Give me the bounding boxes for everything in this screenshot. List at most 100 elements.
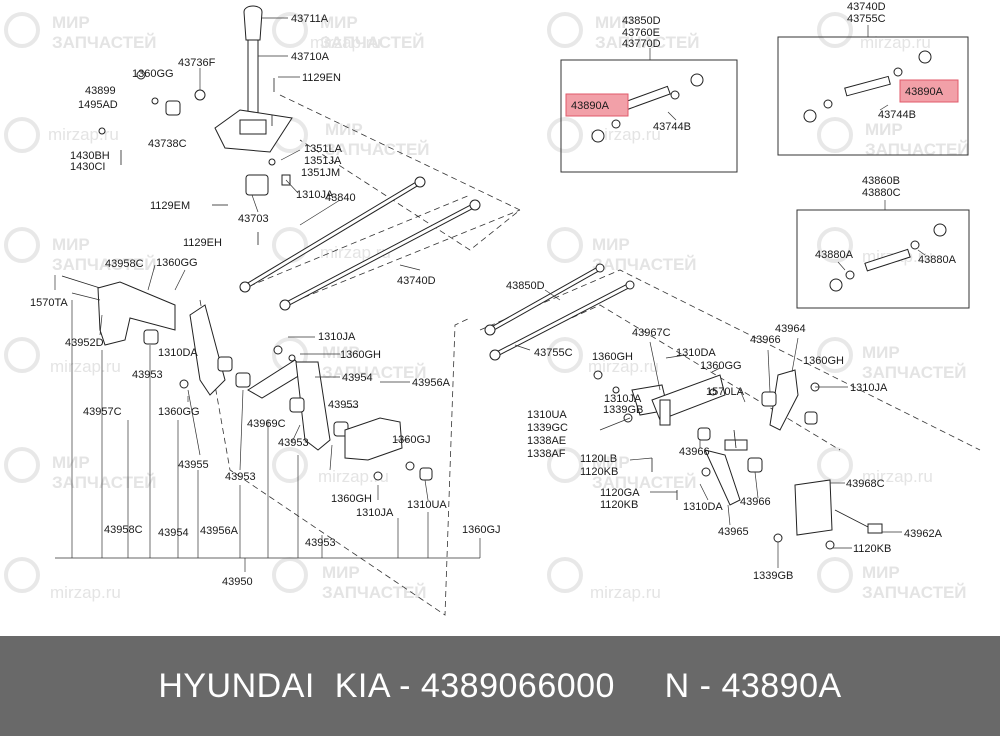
bracket-right	[593, 369, 883, 550]
watermark-line2: ЗАПЧАСТЕЙ	[322, 363, 427, 382]
part-label-43964: 43964	[775, 323, 806, 335]
detail-box-1	[560, 48, 738, 173]
watermark-site: mirzap.ru	[318, 467, 389, 486]
shift-lever-assembly	[98, 5, 293, 245]
watermark-line2: ЗАПЧАСТЕЙ	[865, 140, 970, 159]
part-label-1310ja: 1310JA	[296, 189, 334, 201]
watermark-line1: МИР	[52, 235, 90, 254]
watermark-logo-icon	[4, 12, 853, 593]
watermark-line1: МИР	[52, 453, 90, 472]
watermark-text-row-1: МИР ЗАПЧАСТЕЙ МИР ЗАПЧАСТЕЙ mirzap.ru МИ…	[52, 13, 931, 52]
part-label-43967c: 43967C	[632, 327, 671, 339]
part-label-1310ja-3: 1310JA	[356, 507, 394, 519]
watermark-line2: ЗАПЧАСТЕЙ	[52, 255, 157, 274]
watermark-line1: МИР	[52, 13, 90, 32]
part-label-1129en: 1129EN	[302, 72, 341, 84]
part-label-1360gg-3: 1360GG	[158, 406, 200, 418]
watermark-line1: МИР	[325, 120, 363, 139]
watermark-line1: МИР	[862, 563, 900, 582]
part-label-43956a: 43956A	[412, 377, 451, 389]
part-label-1360gg-4: 1360GG	[700, 360, 742, 372]
part-label-43966-3: 43966	[740, 496, 771, 508]
footer-part-numbers: HYUNDAI KIA - 4389066000 N - 43890A	[158, 666, 842, 705]
part-label-1120kb-3: 1120KB	[853, 543, 891, 555]
part-label-1310ja-5: 1310JA	[604, 393, 642, 405]
part-label-1310da-2: 1310DA	[676, 347, 716, 359]
part-label-43953-5: 43953	[305, 537, 336, 549]
watermark-line2: ЗАПЧАСТЕЙ	[592, 473, 697, 492]
part-label-43958c: 43958C	[105, 258, 144, 270]
part-label-1430bh: 1430BH	[70, 150, 110, 162]
bracket-left	[61, 275, 433, 481]
cables-right	[484, 263, 635, 361]
part-label-43840: 43840	[325, 192, 356, 204]
watermark-line1: МИР	[322, 563, 360, 582]
part-label-43890a-highlighted-2: 43890A	[905, 86, 944, 98]
watermark-line2: ЗАПЧАСТЕЙ	[52, 473, 157, 492]
part-label-43711a: 43711A	[291, 13, 329, 25]
watermark-text-row-6: mirzap.ru МИР ЗАПЧАСТЕЙ mirzap.ru МИР ЗА…	[50, 563, 967, 602]
part-label-1129eh: 1129EH	[183, 237, 222, 249]
part-label-1310da-3: 1310DA	[683, 501, 723, 513]
watermark-site: mirzap.ru	[860, 33, 931, 52]
watermark-text-row-2: mirzap.ru МИР ЗАПЧАСТЕЙ mirzap.ru МИР ЗА…	[48, 120, 970, 159]
part-label-1339gb: 1339GB	[603, 404, 643, 416]
watermark-text-row-4: mirzap.ru МИР ЗАПЧАСТЕЙ mirzap.ru МИР ЗА…	[50, 343, 967, 382]
part-label-1120lb: 1120LB	[580, 453, 617, 465]
part-label-43958c-2: 43958C	[104, 524, 143, 536]
part-label-1360gh: 1360GH	[340, 349, 381, 361]
watermark-line1: МИР	[595, 13, 633, 32]
part-label-43760e: 43760E	[622, 27, 660, 39]
part-label-1310ja-4: 1310JA	[850, 382, 888, 394]
bottom-bracket-43950	[55, 300, 481, 572]
part-label-1129em: 1129EM	[150, 200, 190, 212]
highlight-43890a-box1	[565, 93, 629, 117]
part-label-43966-2: 43966	[679, 446, 710, 458]
watermark-line2: ЗАПЧАСТЕЙ	[862, 583, 967, 602]
watermark-line2: ЗАПЧАСТЕЙ	[862, 363, 967, 382]
watermark-line2: ЗАПЧАСТЕЙ	[320, 33, 425, 52]
part-label-1360gg-2: 1360GG	[156, 257, 198, 269]
part-label-43703: 43703	[238, 213, 269, 225]
watermark-line2: ЗАПЧАСТЕЙ	[325, 140, 430, 159]
part-label-43860b: 43860B	[862, 175, 900, 187]
part-labels: 43711A 43710A 1129EN 43736F 1360GG 43899…	[30, 1, 957, 588]
part-label-43770d: 43770D	[622, 38, 661, 50]
watermark-site: mirzap.ru	[588, 357, 659, 376]
part-label-43966: 43966	[750, 334, 781, 346]
part-label-1310ja-2: 1310JA	[318, 331, 356, 343]
part-label-43744b-2: 43744B	[878, 109, 916, 121]
watermark-text-row-5: МИР ЗАПЧАСТЕЙ mirzap.ru МИР ЗАПЧАСТЕЙ mi…	[52, 453, 933, 492]
part-label-43953-3: 43953	[278, 437, 309, 449]
part-label-43850d-2: 43850D	[506, 280, 545, 292]
part-label-43969c: 43969C	[247, 418, 286, 430]
part-label-43899: 43899	[85, 85, 116, 97]
watermark-site: mirzap.ru	[50, 583, 121, 602]
part-label-1360gh-4: 1360GH	[803, 355, 844, 367]
part-label-43962a: 43962A	[904, 528, 943, 540]
part-label-43954-2: 43954	[158, 527, 189, 539]
watermark-site: mirzap.ru	[50, 357, 121, 376]
part-label-43880a-2: 43880A	[918, 254, 957, 266]
watermark-line1: МИР	[320, 13, 358, 32]
part-label-1570la: 1570LA	[706, 386, 745, 398]
watermark-line1: МИР	[592, 453, 630, 472]
part-label-1360gh-2: 1360GH	[331, 493, 372, 505]
watermark-line2: ЗАПЧАСТЕЙ	[322, 583, 427, 602]
part-label-43738c: 43738C	[148, 138, 187, 150]
watermark-line2: ЗАПЧАСТЕЙ	[52, 33, 157, 52]
watermark-site: mirzap.ru	[310, 33, 381, 52]
part-label-1360gj-2: 1360GJ	[462, 524, 501, 536]
part-label-1338af: 1338AF	[527, 448, 566, 460]
watermark-line2: ЗАПЧАСТЕЙ	[592, 255, 697, 274]
part-label-1351ja: 1351JA	[304, 155, 342, 167]
part-label-43952d: 43952D	[65, 337, 104, 349]
part-label-43955: 43955	[178, 459, 209, 471]
detail-box-3	[796, 200, 970, 309]
highlight-43890a-box2	[899, 79, 959, 103]
part-label-1339gb-2: 1339GB	[753, 570, 793, 582]
part-label-43956a-2: 43956A	[200, 525, 239, 537]
watermark-site: mirzap.ru	[590, 583, 661, 602]
part-label-43880a: 43880A	[815, 249, 854, 261]
footer-banner: HYUNDAI KIA - 4389066000 N - 43890A	[0, 636, 1000, 736]
